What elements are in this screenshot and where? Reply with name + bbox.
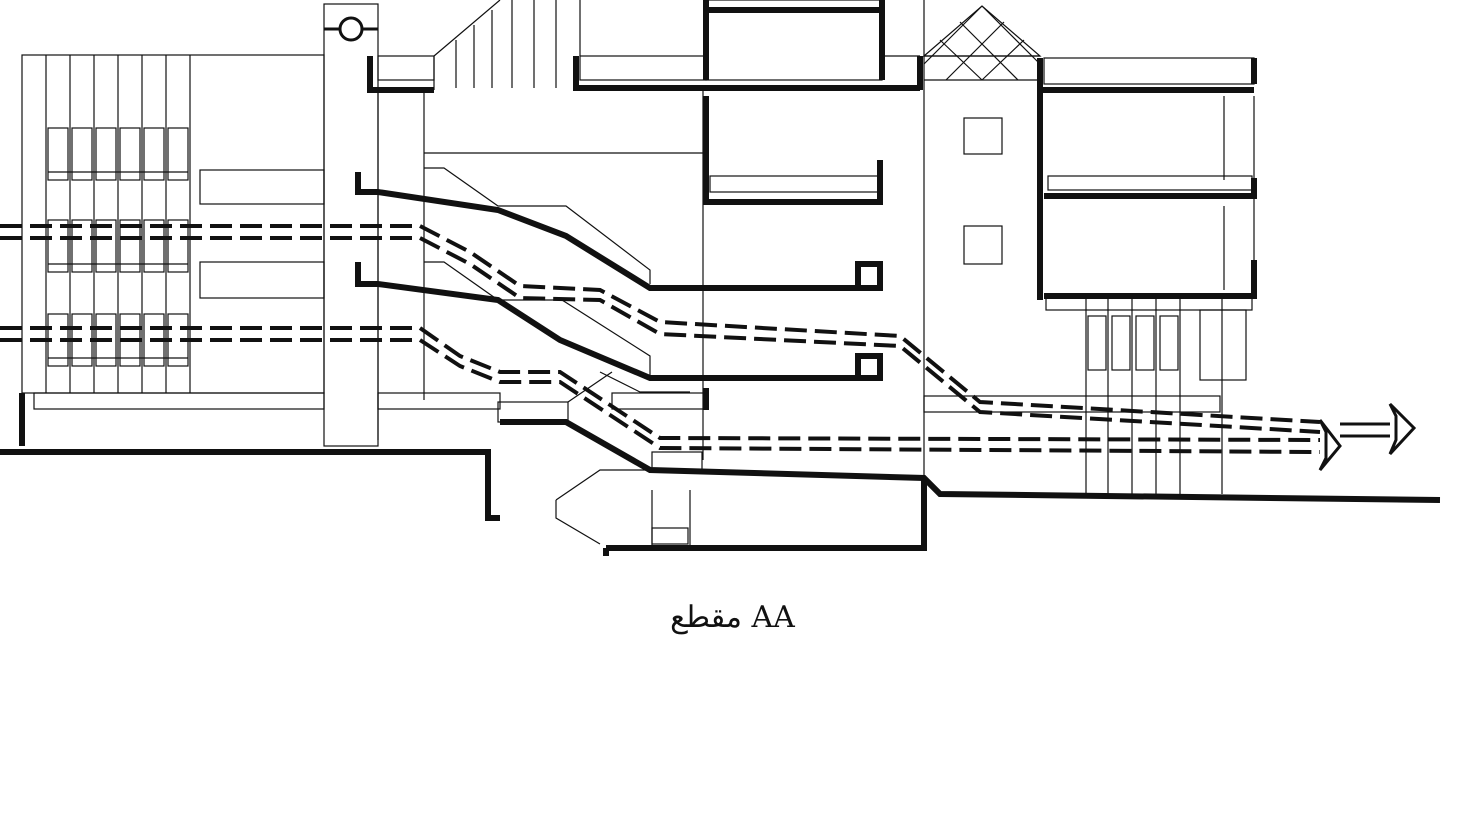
arrow-head-2 <box>1388 402 1417 456</box>
arrow-head-1 <box>1318 419 1342 471</box>
central-building <box>377 0 920 545</box>
car-row-1 <box>47 127 189 181</box>
section-caption: مقطع AA <box>670 600 795 635</box>
left-block <box>21 54 325 410</box>
circulation-flow-lines <box>0 224 1321 454</box>
right-tower <box>922 0 1221 496</box>
structure-slabs <box>0 0 1441 556</box>
car-row-2 <box>47 219 189 273</box>
right-block <box>1043 57 1255 494</box>
flow-arrowheads <box>1318 402 1417 471</box>
